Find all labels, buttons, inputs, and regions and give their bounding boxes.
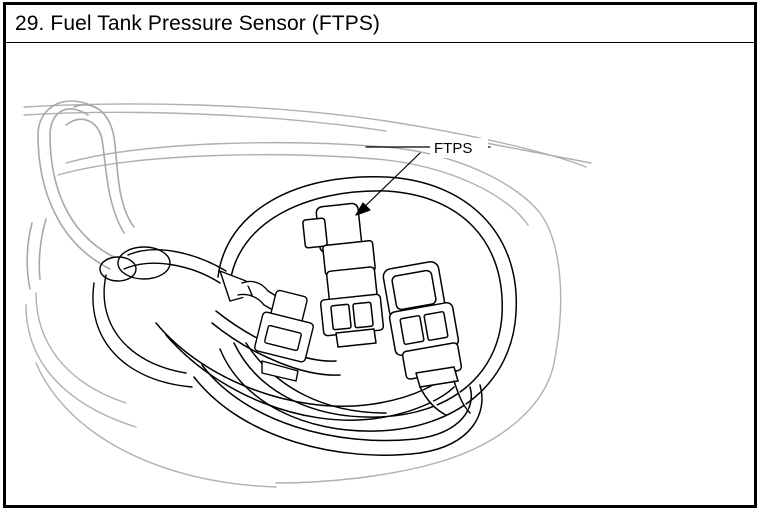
page-title: 29. Fuel Tank Pressure Sensor (FTPS) [15, 12, 381, 35]
fuel-tank-illustration: FTPS [23, 100, 592, 488]
ftps-callout-label: FTPS [434, 140, 472, 157]
vapor-hose [92, 246, 227, 388]
title-bar: 29. Fuel Tank Pressure Sensor (FTPS) [6, 5, 754, 43]
filler-pipe [26, 100, 135, 290]
diagram-drawing: FTPS [6, 43, 754, 505]
fuel-tank-body-outline [23, 103, 592, 488]
ftps-sensor-connector [302, 202, 385, 348]
diagram-frame: 29. Fuel Tank Pressure Sensor (FTPS) [3, 2, 757, 508]
fuel-pump-cover [217, 175, 517, 432]
hose-connector [219, 270, 314, 382]
right-connector [382, 261, 471, 416]
ftps-label-backdrop [430, 138, 488, 158]
